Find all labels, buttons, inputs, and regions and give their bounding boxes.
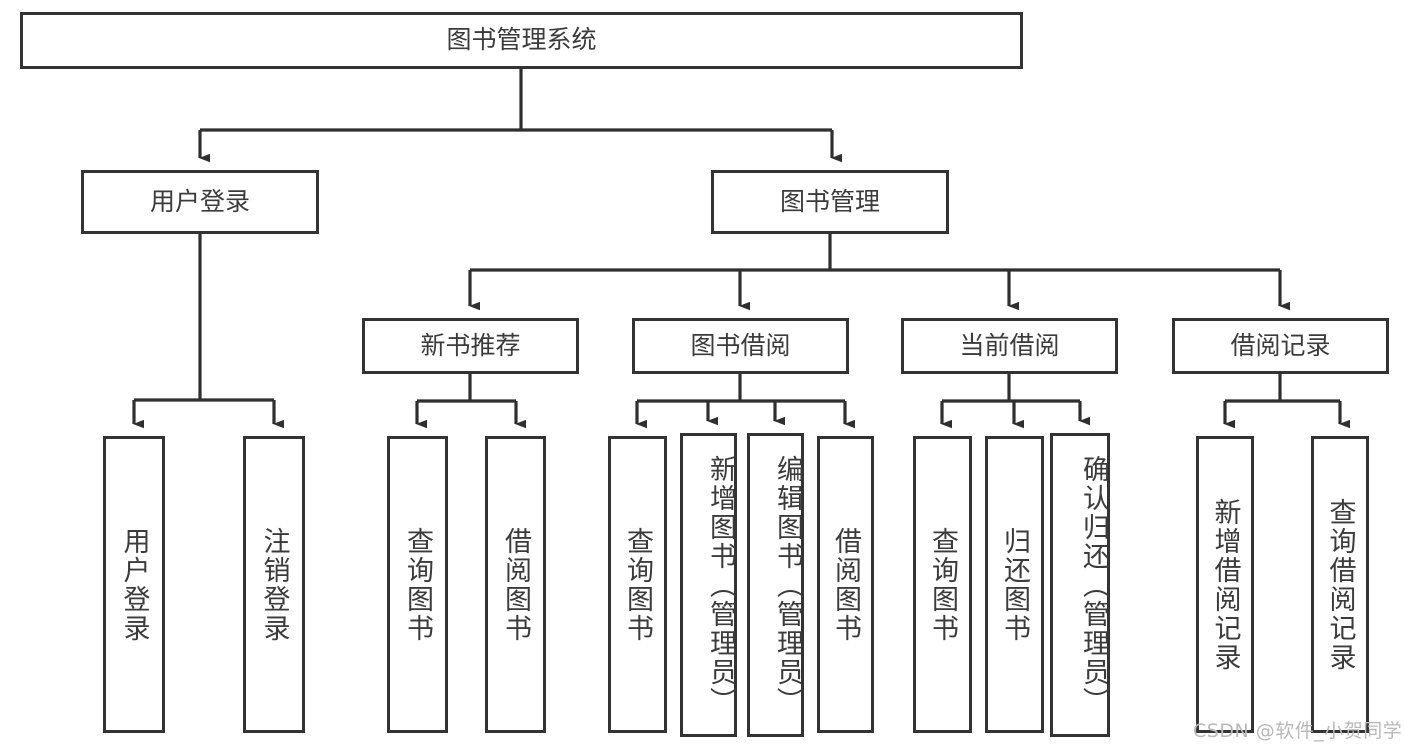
leaf-node-6[interactable]: 编辑图书（管理员） (747, 433, 804, 737)
subbranch-node-3[interactable]: 借阅记录 (1172, 318, 1389, 374)
leaf-node-5[interactable]: 新增图书（管理员） (680, 433, 737, 737)
leaf-node-0[interactable]: 用户登录 (103, 436, 165, 733)
leaf-node-9[interactable]: 归还图书 (985, 436, 1044, 733)
subbranch-node-1[interactable]: 图书借阅 (632, 318, 849, 374)
subbranch-node-0[interactable]: 新书推荐 (362, 318, 579, 374)
root-node-book-management-system[interactable]: 图书管理系统 (20, 12, 1023, 69)
node-label: 查询图书 (622, 526, 653, 643)
node-label: 注销登录 (258, 526, 290, 643)
node-label: 新增借阅记录 (1209, 497, 1241, 672)
leaf-node-10[interactable]: 确认归还（管理员） (1050, 433, 1110, 737)
leaf-node-8[interactable]: 查询图书 (913, 436, 972, 733)
node-label: 编辑图书（管理员） (772, 454, 803, 716)
node-label: 查询借阅记录 (1324, 497, 1356, 672)
leaf-node-4[interactable]: 查询图书 (608, 436, 667, 733)
leaf-node-11[interactable]: 新增借阅记录 (1196, 436, 1254, 733)
node-label: 图书管理系统 (446, 25, 597, 55)
node-label: 借阅图书 (500, 526, 531, 643)
node-label: 新书推荐 (420, 330, 521, 360)
node-label: 用户登录 (118, 526, 150, 643)
csdn-watermark: CSDN @软件_小贺同学 (1193, 720, 1403, 742)
node-label: 查询图书 (927, 526, 958, 643)
subbranch-node-2[interactable]: 当前借阅 (901, 318, 1118, 374)
node-label: 确认归还（管理员） (1078, 454, 1109, 716)
branch-node-0[interactable]: 用户登录 (81, 170, 319, 234)
node-label: 借阅图书 (830, 526, 861, 643)
node-label: 图书借阅 (690, 330, 791, 360)
node-label: 归还图书 (999, 526, 1030, 643)
leaf-node-7[interactable]: 借阅图书 (817, 436, 874, 733)
leaf-node-3[interactable]: 借阅图书 (485, 436, 546, 733)
node-label: 用户登录 (149, 186, 250, 216)
leaf-node-12[interactable]: 查询借阅记录 (1311, 436, 1369, 733)
node-label: 新增图书（管理员） (705, 454, 736, 716)
node-label: 图书管理 (779, 186, 880, 216)
leaf-node-1[interactable]: 注销登录 (243, 436, 305, 733)
leaf-node-2[interactable]: 查询图书 (387, 436, 448, 733)
branch-node-1[interactable]: 图书管理 (711, 170, 949, 234)
node-label: 当前借阅 (959, 330, 1060, 360)
node-label: 查询图书 (402, 526, 433, 643)
node-label: 借阅记录 (1230, 330, 1331, 360)
